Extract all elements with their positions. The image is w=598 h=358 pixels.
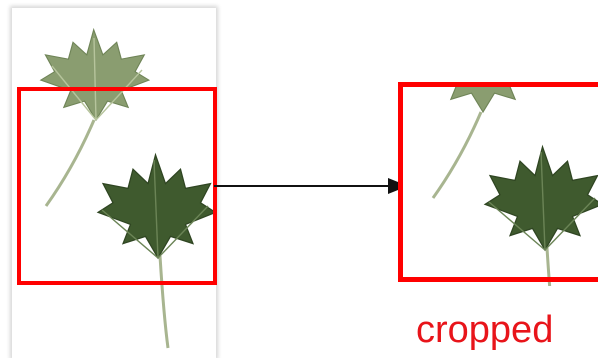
cropped-result-frame [398, 82, 598, 282]
crop-selection-box [17, 87, 217, 285]
right-arrow-icon [214, 174, 410, 198]
cropped-caption: cropped [416, 308, 553, 352]
